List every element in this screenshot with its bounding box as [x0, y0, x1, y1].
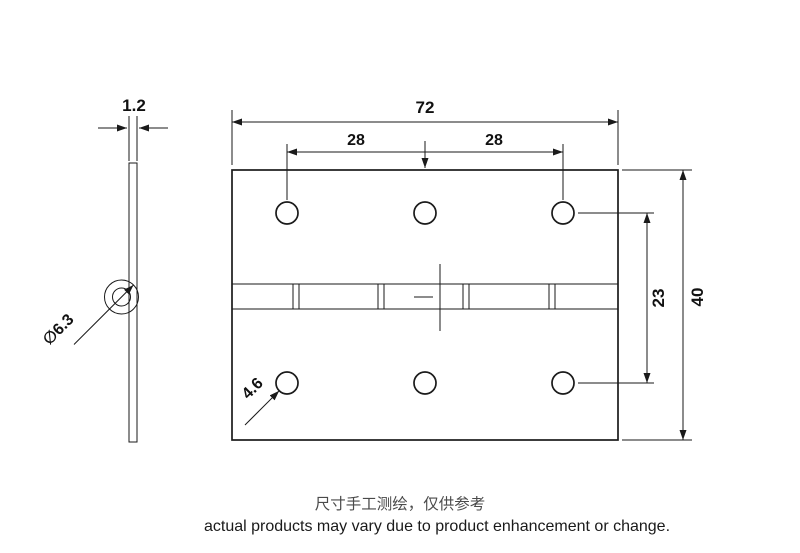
height-dim-label: 40	[688, 288, 707, 307]
spacing-right-label: 28	[485, 132, 503, 149]
screw-hole	[551, 201, 575, 225]
screw-hole	[275, 371, 299, 395]
hole-spacing-dimension: 28 28	[286, 132, 564, 200]
row-spacing-dimension: 23	[578, 212, 668, 384]
side-plate-outline	[128, 162, 138, 443]
front-hole-leader-line	[244, 390, 280, 426]
note-english: actual products may vary due to product …	[204, 518, 670, 535]
width-dim-label: 72	[416, 98, 435, 117]
side-hole-leader-line	[73, 284, 134, 345]
screw-hole	[413, 201, 437, 225]
side-view: 1.2 ∅6.3	[40, 96, 168, 443]
screw-hole	[413, 371, 437, 395]
screw-hole	[551, 371, 575, 395]
footer-notes: 尺寸手工测绘，仅供参考 actual products may vary due…	[204, 495, 670, 535]
side-hole-diameter-label: ∅6.3	[40, 311, 78, 349]
screw-holes	[275, 201, 575, 395]
note-chinese: 尺寸手工测绘，仅供参考	[315, 495, 486, 513]
side-hole-inner-circle	[112, 287, 131, 307]
side-hole-outer-circle	[104, 279, 139, 315]
spacing-left-label: 28	[347, 132, 365, 149]
width-dimension: 72	[231, 98, 619, 165]
knuckle-divisions	[292, 284, 556, 309]
thickness-dim-label: 1.2	[122, 96, 146, 115]
height-dimension: 40	[622, 169, 707, 441]
row-spacing-dim-label: 23	[649, 289, 668, 308]
screw-hole	[275, 201, 299, 225]
front-view: 72 28 28 40 23 4.6	[231, 98, 707, 441]
